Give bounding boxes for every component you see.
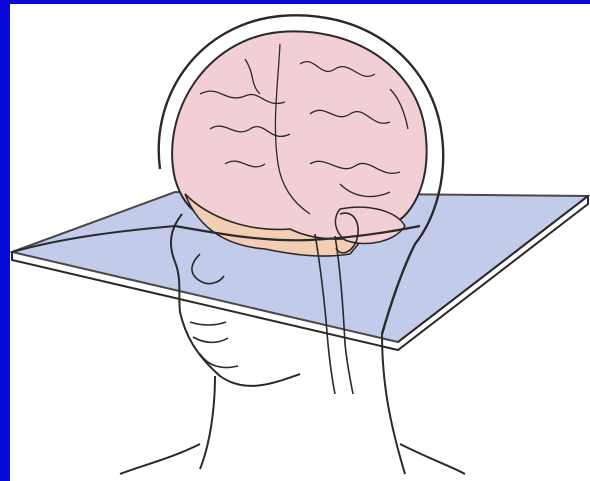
- shoulders: [120, 444, 465, 474]
- chin: [200, 354, 238, 368]
- neck: [200, 334, 405, 474]
- head-section-illustration: [10, 4, 590, 481]
- mouth: [190, 322, 228, 342]
- illustration-panel: [10, 4, 590, 481]
- brain-cerebrum: [172, 31, 426, 238]
